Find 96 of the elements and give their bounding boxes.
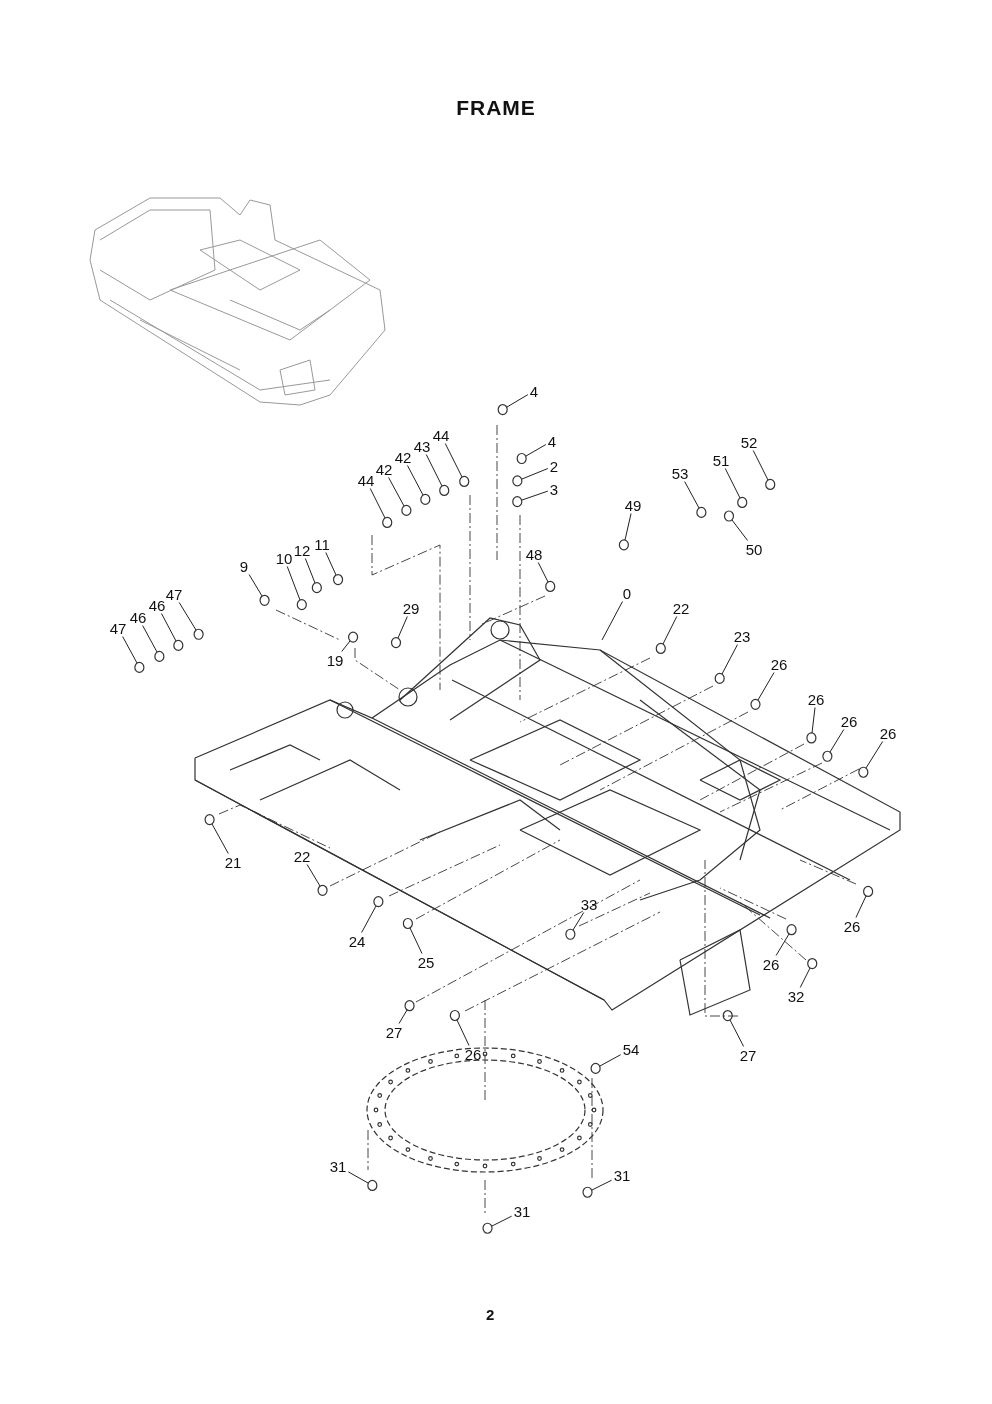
callout-number: 32 [786, 988, 806, 1004]
leader-line [525, 444, 547, 457]
callout-number: 31 [612, 1167, 632, 1183]
leader-line [248, 574, 263, 597]
leader-line [591, 1179, 613, 1191]
leader-line [721, 644, 739, 675]
callout-number: 49 [623, 497, 643, 513]
leader-line [537, 562, 549, 583]
callout-number: 33 [579, 896, 599, 912]
callout-number: 12 [292, 542, 312, 558]
leader-line [521, 468, 549, 480]
callout-number: 46 [147, 597, 167, 613]
leader-line [572, 912, 585, 931]
leader-line [304, 558, 316, 584]
leader-line [799, 967, 811, 988]
callout-number: 43 [412, 438, 432, 454]
callout-number: 47 [108, 620, 128, 636]
callout-number: 54 [621, 1041, 641, 1057]
callout-number: 26 [842, 918, 862, 934]
leader-line [341, 640, 351, 652]
leader-line [599, 1054, 622, 1067]
callout-number: 24 [347, 933, 367, 949]
callout-number: 2 [548, 458, 560, 474]
leader-line [811, 707, 816, 734]
callout-number: 10 [274, 550, 294, 566]
callout-number: 4 [528, 383, 540, 399]
callout-number: 26 [878, 725, 898, 741]
leader-line [775, 933, 790, 956]
callout-number: 44 [356, 472, 376, 488]
leader-line [729, 1019, 745, 1047]
callout-number: 21 [223, 854, 243, 870]
callout-number: 26 [463, 1046, 483, 1062]
title: FRAME [455, 96, 537, 120]
leader-line [325, 552, 337, 576]
leader-line [306, 864, 321, 887]
callout-number: 50 [744, 541, 764, 557]
callout-number: 11 [313, 536, 331, 552]
leader-line [624, 513, 632, 541]
leader-line [398, 1009, 408, 1024]
callout-number: 25 [416, 954, 436, 970]
callout-number: 51 [711, 452, 731, 468]
callout-number: 31 [512, 1203, 532, 1219]
callout-number: 48 [524, 546, 544, 562]
leader-line [521, 490, 549, 501]
leader-line [397, 616, 408, 639]
callout-number: 23 [732, 628, 752, 644]
callout-number: 22 [292, 848, 312, 864]
leader-line [142, 625, 158, 653]
leader-line [662, 616, 678, 645]
leader-line [601, 601, 623, 641]
leader-line [865, 741, 884, 769]
callout-number: 3 [548, 481, 560, 497]
callout-number: 0 [621, 585, 633, 601]
leader-line [724, 468, 741, 499]
callout-number: 52 [739, 434, 759, 450]
leader-line [456, 1019, 470, 1046]
callout-number: 26 [806, 691, 826, 707]
callout-number: 27 [738, 1047, 758, 1063]
leader-line [388, 477, 405, 507]
leader-line [409, 927, 423, 954]
callout-number: 31 [328, 1158, 348, 1174]
leader-line [731, 519, 749, 541]
leader-line [829, 729, 845, 753]
callout-number: 46 [128, 609, 148, 625]
leader-line [286, 566, 301, 601]
callout-number: 9 [238, 558, 250, 574]
callout-number: 4 [546, 433, 558, 449]
callout-number: 26 [769, 656, 789, 672]
leader-line [122, 636, 138, 664]
leader-line [347, 1171, 369, 1184]
leader-line [506, 394, 529, 408]
leader-line [406, 465, 424, 496]
leader-line [211, 823, 229, 854]
leader-line [444, 443, 463, 478]
callout-number: 29 [401, 600, 421, 616]
leader-line [178, 602, 197, 631]
callout-number: 27 [384, 1024, 404, 1040]
callout-number: 42 [393, 449, 413, 465]
callout-number: 22 [671, 600, 691, 616]
callout-number: 53 [670, 465, 690, 481]
callout-number: 19 [325, 652, 345, 668]
leader-line [491, 1215, 513, 1227]
callout-number: 26 [839, 713, 859, 729]
callout-number: 42 [374, 461, 394, 477]
leader-line [855, 895, 867, 918]
leader-line [369, 488, 386, 519]
leader-line [425, 454, 443, 487]
callout-number: 47 [164, 586, 184, 602]
leader-line [752, 450, 769, 481]
leader-line [161, 613, 177, 642]
leader-line [757, 672, 775, 701]
callout-number: 44 [431, 427, 451, 443]
page-number: 2 [486, 1306, 495, 1323]
callout-number: 26 [761, 956, 781, 972]
leader-line [684, 481, 700, 509]
leader-line [361, 905, 377, 933]
